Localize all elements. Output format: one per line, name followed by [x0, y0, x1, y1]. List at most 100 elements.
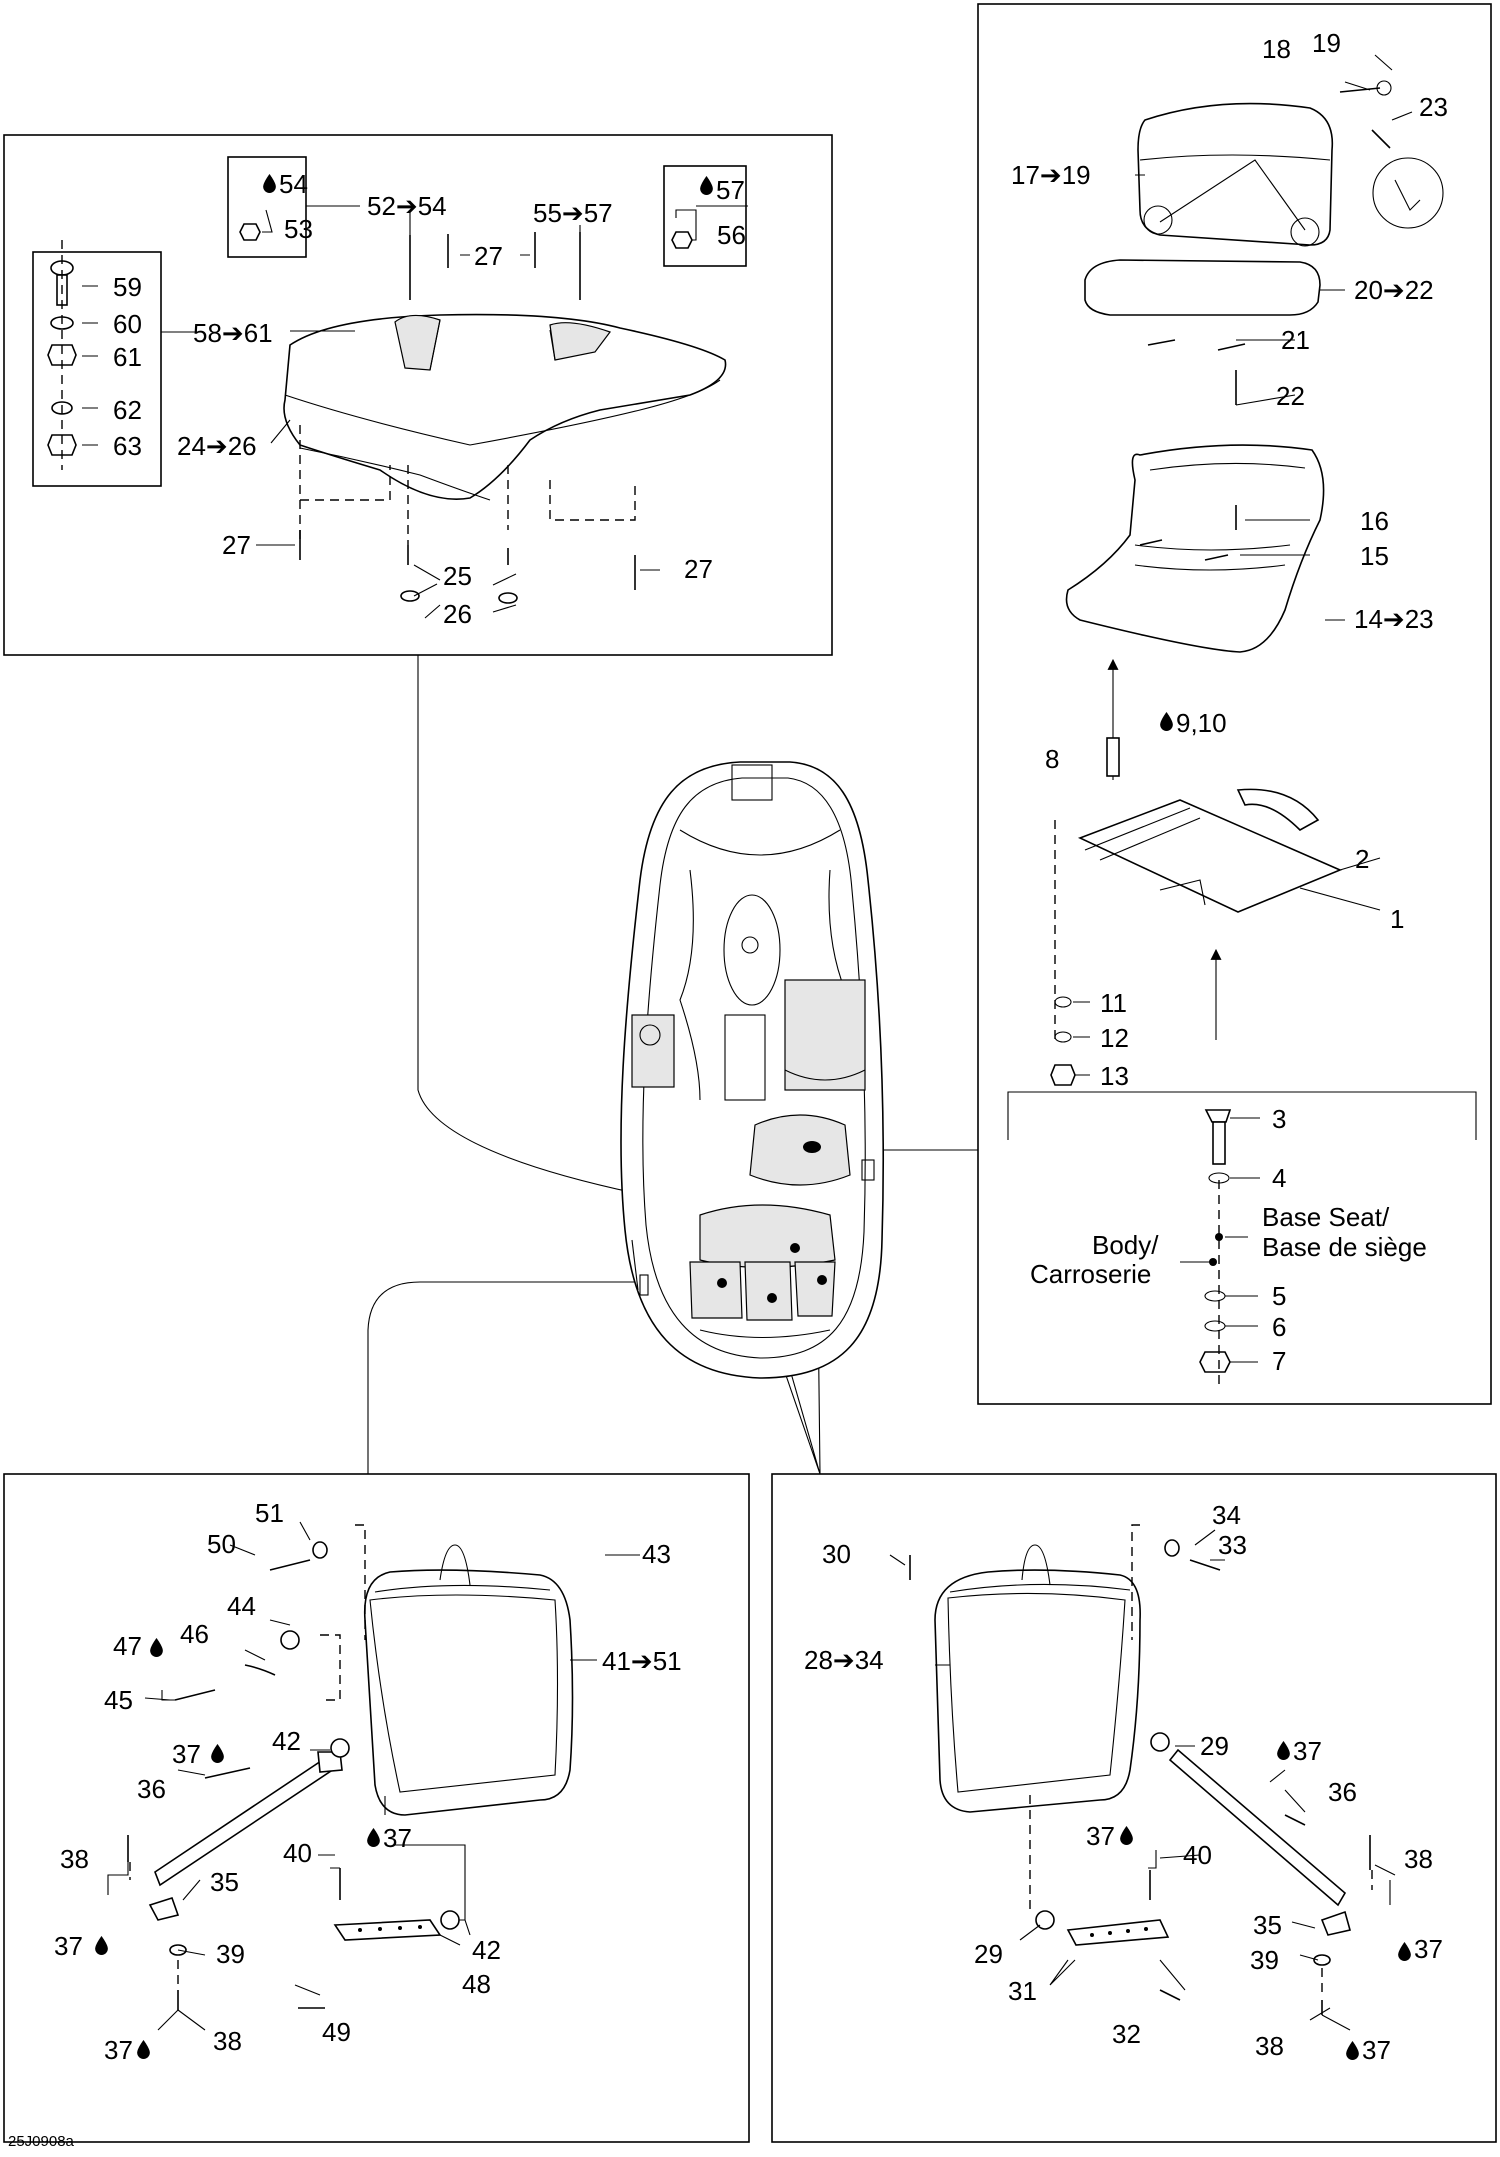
panel-right-backrest	[771, 1473, 1497, 2143]
callout-29-b: 29	[974, 1939, 1003, 1969]
callout-7: 7	[1272, 1346, 1286, 1376]
callout-40-b: 40	[1183, 1840, 1212, 1870]
callout-27-left: 27	[222, 530, 251, 560]
callout-4: 4	[1272, 1163, 1286, 1193]
callout-22: 22	[1276, 381, 1305, 411]
callout-45: 45	[104, 1685, 133, 1715]
callout-43: 43	[642, 1539, 671, 1569]
callout-48: 48	[462, 1969, 491, 1999]
callout-37-h: 37	[1362, 2035, 1391, 2065]
callout-14-23: 14➔23	[1354, 604, 1434, 634]
callout-37-a: 37	[172, 1739, 201, 1769]
droplet-icon	[1160, 712, 1173, 731]
callout-6: 6	[1272, 1312, 1286, 1342]
right-backrest-assembly	[909, 1524, 1373, 2015]
note-base-seat-1: Base Seat/	[1262, 1202, 1390, 1232]
callout-8: 8	[1045, 744, 1059, 774]
callout-31: 31	[1008, 1976, 1037, 2006]
callout-55-57: 55➔57	[533, 198, 613, 228]
callout-19: 19	[1312, 28, 1341, 58]
callout-39-a: 39	[216, 1939, 245, 1969]
callout-37-f: 37	[1086, 1821, 1115, 1851]
callout-59: 59	[113, 272, 142, 302]
callout-2: 2	[1355, 844, 1369, 874]
callout-12: 12	[1100, 1023, 1129, 1053]
callout-62: 62	[113, 395, 142, 425]
callout-38-c: 38	[1404, 1844, 1433, 1874]
callout-35-b: 35	[1253, 1910, 1282, 1940]
callout-58-61: 58➔61	[193, 318, 273, 348]
callout-26: 26	[443, 599, 472, 629]
callout-37-d: 37	[104, 2035, 133, 2065]
callout-18: 18	[1262, 34, 1291, 64]
callout-37-e: 37	[1293, 1736, 1322, 1766]
callout-40-a: 40	[283, 1838, 312, 1868]
callout-36-b: 36	[1328, 1777, 1357, 1807]
callout-44: 44	[227, 1591, 256, 1621]
callout-16: 16	[1360, 506, 1389, 536]
callout-33: 33	[1218, 1530, 1247, 1560]
callout-39-b: 39	[1250, 1945, 1279, 1975]
callout-5: 5	[1272, 1281, 1286, 1311]
callout-51: 51	[255, 1498, 284, 1528]
note-body-1: Body/	[1092, 1230, 1159, 1260]
callout-1: 1	[1390, 904, 1404, 934]
callout-49: 49	[322, 2017, 351, 2047]
callout-53: 53	[284, 214, 313, 244]
callout-60: 60	[113, 309, 142, 339]
callout-61: 61	[113, 342, 142, 372]
callout-9-10: 9,10	[1176, 708, 1227, 738]
callout-27-right: 27	[684, 554, 713, 584]
callout-3: 3	[1272, 1104, 1286, 1134]
callout-20-22: 20➔22	[1354, 275, 1434, 305]
driver-seat-assembly	[1007, 80, 1477, 1390]
droplet-icon	[95, 1936, 108, 1955]
callout-38-b: 38	[213, 2026, 242, 2056]
callout-32: 32	[1112, 2019, 1141, 2049]
callout-24-26: 24➔26	[177, 431, 257, 461]
droplet-icon	[137, 2040, 150, 2059]
droplet-icon	[700, 176, 713, 195]
callout-63: 63	[113, 431, 142, 461]
rear-bench-assembly	[32, 156, 747, 604]
callout-38-d: 38	[1255, 2031, 1284, 2061]
droplet-icon	[211, 1744, 224, 1763]
boat-hull	[620, 761, 885, 1379]
note-body-2: Carroserie	[1030, 1259, 1151, 1289]
note-base-seat-2: Base de siège	[1262, 1232, 1427, 1262]
callout-54: 54	[279, 169, 308, 199]
droplet-icon	[1120, 1826, 1133, 1845]
droplet-icon	[150, 1638, 163, 1657]
callout-36-a: 36	[137, 1774, 166, 1804]
callout-28-34: 28➔34	[804, 1645, 884, 1675]
left-backrest-assembly	[127, 1524, 574, 2010]
callout-38-a: 38	[60, 1844, 89, 1874]
callout-52-54: 52➔54	[367, 191, 447, 221]
callout-42-b: 42	[472, 1935, 501, 1965]
callout-41-51: 41➔51	[602, 1646, 682, 1676]
inset-53-54	[227, 156, 307, 258]
callout-labels: 18 19 23 17➔19 20➔22 21 22 16 15 14➔23 9…	[8, 28, 1448, 2150]
callout-30: 30	[822, 1539, 851, 1569]
inset-58-63	[32, 251, 162, 487]
callout-25: 25	[443, 561, 472, 591]
callout-37-b: 37	[383, 1823, 412, 1853]
panel-driver-seat	[977, 3, 1492, 1405]
droplet-icon	[1346, 2041, 1359, 2060]
droplet-icon	[263, 174, 276, 193]
callout-57: 57	[716, 175, 745, 205]
callout-37-g: 37	[1414, 1934, 1443, 1964]
callout-37-c: 37	[54, 1931, 83, 1961]
connector-left	[367, 1281, 690, 1474]
callout-47: 47	[113, 1631, 142, 1661]
callout-21: 21	[1281, 325, 1310, 355]
callout-23: 23	[1419, 92, 1448, 122]
callout-13: 13	[1100, 1061, 1129, 1091]
callout-29-a: 29	[1200, 1731, 1229, 1761]
droplet-icon	[1277, 1741, 1290, 1760]
droplet-icon	[1398, 1942, 1411, 1961]
droplet-icon	[367, 1828, 380, 1847]
callout-15: 15	[1360, 541, 1389, 571]
panel-left-backrest	[3, 1473, 750, 2143]
